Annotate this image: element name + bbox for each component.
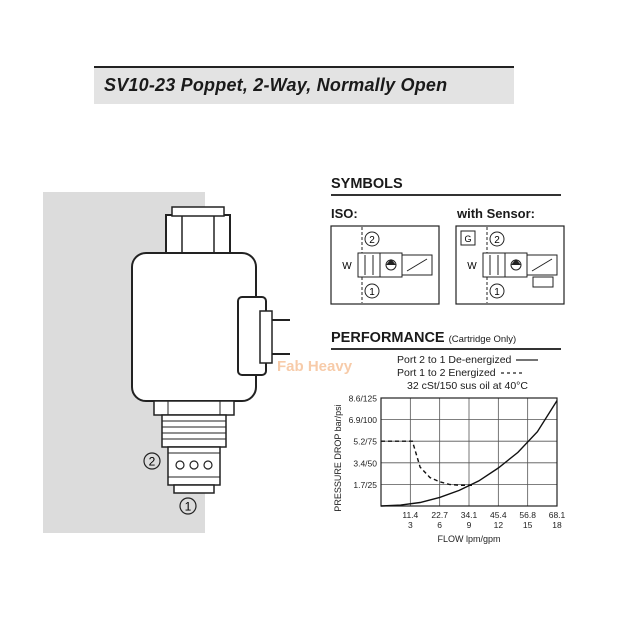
- legend-oil-note: 32 cSt/150 sus oil at 40°C: [407, 380, 528, 392]
- legend-dashed: Port 1 to 2 Energized: [397, 367, 525, 379]
- legend-solid-label: Port 2 to 1 De-energized: [397, 354, 512, 366]
- x-tick-label-gpm: 9: [467, 520, 472, 530]
- coil-base-nut: [153, 400, 235, 416]
- sensor-label: with Sensor:: [457, 206, 536, 221]
- svg-text:2: 2: [494, 235, 500, 246]
- series-line-energized: [381, 440, 474, 486]
- symbols-heading: SYMBOLS: [331, 176, 403, 192]
- title-bar: SV10-23 Poppet, 2-Way, Normally Open: [94, 66, 514, 104]
- watermark-text: Fab Heavy: [277, 358, 353, 375]
- sensor-symbol: G 2 1 W: [455, 225, 565, 305]
- symbols-rule: [331, 194, 561, 196]
- valve-port-2-marker: 2: [143, 452, 161, 470]
- x-tick-label-lpm: 56.8: [519, 510, 536, 520]
- x-tick-label-gpm: 15: [523, 520, 533, 530]
- x-tick-label-gpm: 12: [494, 520, 504, 530]
- nut-top: [165, 206, 231, 256]
- legend-dashed-swatch: [500, 372, 523, 374]
- performance-title: PERFORMANCE: [331, 330, 445, 346]
- coil-connector: [237, 296, 290, 376]
- y-tick-label: 1.7/25: [353, 480, 377, 490]
- y-tick-label: 6.9/100: [349, 415, 378, 425]
- iso-label: ISO:: [331, 206, 358, 221]
- performance-chart: 1.7/25 3.4/50 5.2/75 6.9/100 8.6/125 11.43 22.…: [333, 394, 565, 545]
- plot-frame: [380, 397, 558, 507]
- x-axis-label: FLOW lpm/gpm: [437, 534, 500, 544]
- cartridge-body: [167, 446, 221, 494]
- valve-illustration: [131, 206, 290, 494]
- x-tick-label-gpm: 3: [408, 520, 413, 530]
- svg-text:1: 1: [494, 287, 500, 298]
- svg-text:W: W: [467, 261, 477, 272]
- x-tick-label-lpm: 22.7: [431, 510, 448, 520]
- svg-text:1: 1: [369, 287, 375, 298]
- y-tick-label: 8.6/125: [349, 394, 378, 404]
- svg-text:G: G: [464, 234, 471, 244]
- y-tick-label: 3.4/50: [353, 458, 377, 468]
- legend-solid-swatch: [516, 359, 539, 361]
- cartridge-threads: [161, 414, 227, 448]
- svg-text:2: 2: [149, 455, 156, 469]
- x-tick-label-lpm: 34.1: [461, 510, 478, 520]
- iso-symbol: 2 1 W: [330, 225, 440, 305]
- page-title: SV10-23 Poppet, 2-Way, Normally Open: [104, 75, 448, 95]
- svg-text:1: 1: [185, 500, 192, 514]
- valve-port-1-marker: 1: [179, 497, 197, 515]
- performance-note: (Cartridge Only): [448, 334, 517, 345]
- performance-rule: [331, 348, 561, 350]
- x-tick-label-gpm: 6: [437, 520, 442, 530]
- legend-solid: Port 2 to 1 De-energized: [397, 354, 540, 366]
- y-tick-label: 5.2/75: [353, 437, 377, 447]
- svg-text:2: 2: [369, 235, 375, 246]
- x-tick-label-lpm: 68.1: [549, 510, 565, 520]
- x-tick-label-lpm: 45.4: [490, 510, 507, 520]
- svg-text:W: W: [342, 261, 352, 272]
- performance-heading: PERFORMANCE (Cartridge Only): [331, 330, 516, 346]
- y-axis-label: PRESSURE DROP bar/psi: [333, 404, 343, 511]
- x-tick-label-lpm: 11.4: [402, 510, 418, 520]
- legend-dashed-label: Port 1 to 2 Energized: [397, 367, 496, 379]
- x-tick-label-gpm: 18: [552, 520, 562, 530]
